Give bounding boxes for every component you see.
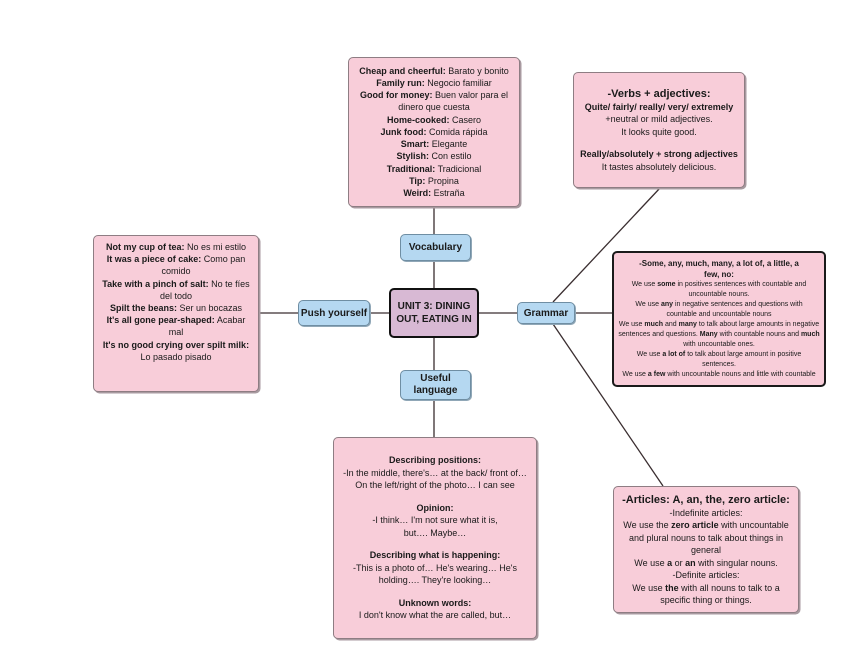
vocab-item: Weird: Estraña xyxy=(403,187,465,198)
idiom-item: It was a piece of cake: Como pan comido xyxy=(106,254,246,277)
vocab-item: Traditional: Tradicional xyxy=(386,163,482,174)
useful-heading: Unknown words: xyxy=(398,597,472,608)
vocabulary-detail-box: Cheap and cheerful: Barato y bonito Fami… xyxy=(348,57,520,207)
articles-box: -Articles: A, an, the, zero article: -In… xyxy=(613,486,799,613)
branch-push-yourself-label: Push yourself xyxy=(300,307,368,319)
useful-text: I don't know what the are called, but… xyxy=(358,610,512,621)
vocab-item: Family run: Negocio familiar xyxy=(376,78,492,89)
verbs-example: It tastes absolutely delicious. xyxy=(601,161,717,172)
branch-vocabulary[interactable]: Vocabulary xyxy=(400,234,471,261)
articles-rule: We use the with all nouns to talk to a s… xyxy=(632,582,780,606)
useful-text: -This is a photo of… He's wearing… He's … xyxy=(353,562,517,586)
branch-useful-label: Useful xyxy=(420,373,451,384)
articles-subheading: -Definite articles: xyxy=(672,570,740,580)
articles-rule: We use a or an with singular nouns. xyxy=(634,557,778,568)
verbs-line: Really/absolutely + strong adjectives xyxy=(580,149,738,160)
useful-language-box: Describing positions: -In the middle, th… xyxy=(333,437,537,639)
vocab-item: Junk food: Comida rápida xyxy=(380,126,488,137)
verbs-title: -Verbs + adjectives: xyxy=(607,87,711,100)
branch-useful-label: language xyxy=(413,385,458,396)
useful-heading: Opinion: xyxy=(416,502,454,513)
branch-push-yourself[interactable]: Push yourself xyxy=(298,300,370,326)
connector-grammar-articles xyxy=(552,323,664,487)
vocab-item: Good for money: Buen valor para el diner… xyxy=(359,90,509,113)
verbs-line: Quite/ fairly/ really/ very/ extremely xyxy=(584,101,734,112)
central-topic-line: UNIT 3: DINING xyxy=(397,301,471,312)
branch-useful-language[interactable]: Useful language xyxy=(400,370,471,400)
verbs-example: It looks quite good. xyxy=(621,126,697,137)
articles-title: -Articles: A, an, the, zero article: xyxy=(622,493,790,506)
idioms-box: Not my cup of tea: No es mi estilo It wa… xyxy=(93,235,259,392)
quantifiers-rule: We use a lot of to talk about large amou… xyxy=(636,351,802,368)
quantifiers-rule: We use any in negative sentences and que… xyxy=(635,301,803,318)
vocab-item: Smart: Elegante xyxy=(400,139,468,150)
branch-grammar-label: Grammar xyxy=(523,307,569,319)
idiom-item: Take with a pinch of salt: No te fíes de… xyxy=(102,278,250,301)
useful-text: -I think… I'm not sure what it is, but….… xyxy=(372,515,498,538)
articles-subheading: -Indefinite articles: xyxy=(669,507,743,518)
quantifiers-box: -Some, any, much, many, a lot of, a litt… xyxy=(612,251,826,387)
vocab-item: Tip: Propina xyxy=(409,175,459,186)
idiom-item: Not my cup of tea: No es mi estilo xyxy=(105,242,247,252)
verbs-line: +neutral or mild adjectives. xyxy=(605,114,713,125)
useful-heading: Describing what is happening: xyxy=(369,550,501,561)
branch-vocabulary-label: Vocabulary xyxy=(408,242,463,253)
vocab-item: Home-cooked: Casero xyxy=(386,114,482,125)
idiom-item: Spilt the beans: Ser un bocazas xyxy=(109,303,243,314)
branch-grammar[interactable]: Grammar xyxy=(517,302,575,324)
connector-grammar-verbs xyxy=(552,187,661,303)
quantifiers-title: -Some, any, much, many, a lot of, a litt… xyxy=(639,259,799,279)
central-topic[interactable]: UNIT 3: DINING OUT, EATING IN xyxy=(389,288,479,338)
quantifiers-rule: We use much and many to talk about large… xyxy=(618,321,820,348)
useful-text: -In the middle, there's… at the back/ fr… xyxy=(343,467,527,491)
central-topic-line: OUT, EATING IN xyxy=(396,314,472,325)
idiom-item: It's all gone pear-shaped: Acabar mal xyxy=(106,315,246,338)
useful-heading: Describing positions: xyxy=(388,455,481,466)
quantifiers-rule: We use a few with uncountable nouns and … xyxy=(622,371,816,378)
verbs-adjectives-box: -Verbs + adjectives: Quite/ fairly/ real… xyxy=(573,72,745,188)
vocab-item: Cheap and cheerful: Barato y bonito xyxy=(359,65,509,76)
idiom-item: It's no good crying over spilt milk: Lo … xyxy=(102,339,250,362)
quantifiers-rule: We use some in positives sentences with … xyxy=(631,281,807,298)
vocab-item: Stylish: Con estilo xyxy=(396,151,472,162)
articles-rule: We use the zero article with uncountable… xyxy=(623,520,789,555)
